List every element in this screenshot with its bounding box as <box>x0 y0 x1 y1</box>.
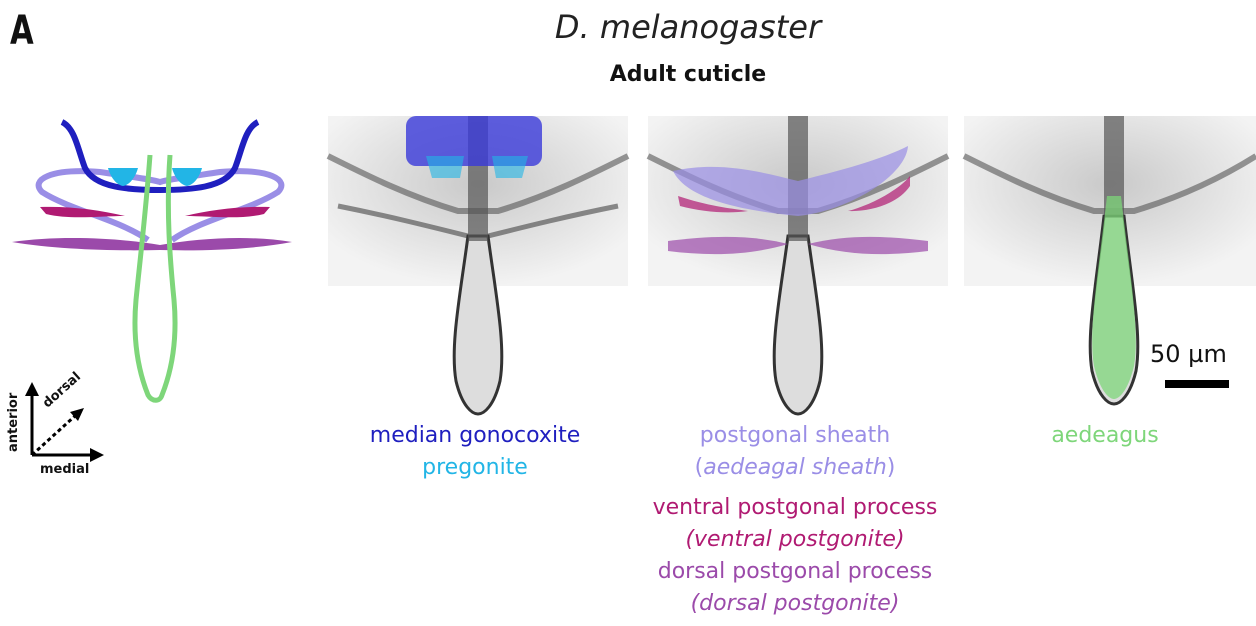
micrograph-postgonal-sheath <box>648 116 948 416</box>
schematic-postgonal-sheath <box>39 171 282 240</box>
caption-ventral-postgonite: (ventral postgonite) <box>630 524 960 556</box>
caption-pregonite: pregonite <box>330 452 620 484</box>
subtitle: Adult cuticle <box>0 62 1256 87</box>
caption-median-gonocoxite: median gonocoxite <box>330 420 620 452</box>
scale-bar-label: 50 µm <box>1150 340 1227 368</box>
caption-panel-3: aedeagus <box>1000 420 1210 452</box>
schematic-ventral-postgonal-process-right <box>185 207 270 217</box>
caption-aedeagus: aedeagus <box>1000 420 1210 452</box>
caption-ventral-postgonal-process: ventral postgonal process <box>630 492 960 524</box>
overlay-pregonite-right <box>492 156 528 178</box>
axis-label-anterior: anterior <box>6 382 21 452</box>
schematic-dorsal-postgonal-process <box>12 238 292 250</box>
caption-postgonal-sheath: postgonal sheath <box>630 420 960 452</box>
micrograph-aedeagus <box>964 116 1256 416</box>
species-title: D. melanogaster <box>0 8 1256 46</box>
caption-aedeagal-sheath: (aedeagal sheath) <box>630 452 960 484</box>
caption-panel-1: median gonocoxite pregonite <box>330 420 620 484</box>
caption-panel-2: postgonal sheath (aedeagal sheath) ventr… <box>630 420 960 620</box>
schematic-pregonite-right <box>172 168 202 186</box>
caption-dorsal-postgonal-process: dorsal postgonal process <box>630 556 960 588</box>
caption-dorsal-postgonite: (dorsal postgonite) <box>630 588 960 620</box>
overlay-pregonite-left <box>426 156 464 178</box>
scale-bar <box>1165 380 1229 388</box>
schematic-diagram <box>0 110 310 410</box>
axis-label-medial: medial <box>40 462 89 477</box>
micrograph-median-gonocoxite <box>328 116 628 416</box>
